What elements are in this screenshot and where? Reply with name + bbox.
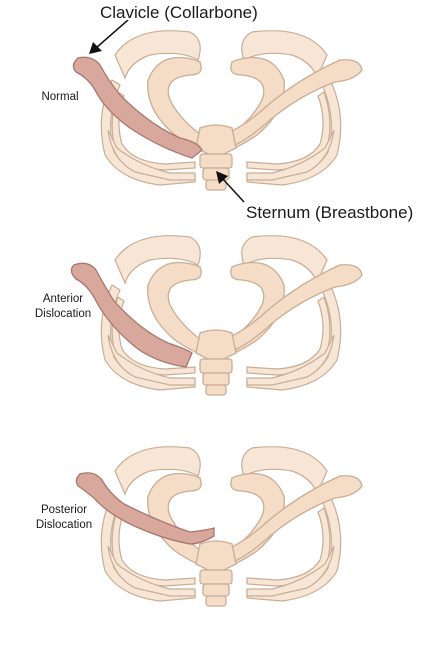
- sternum: [195, 540, 237, 607]
- sternum-callout-label: Sternum (Breastbone): [246, 203, 414, 222]
- left-clavicle-highlight: [70, 262, 193, 368]
- clavicle-callout-arrow: [89, 20, 129, 54]
- figure-posterior-dislocation: [75, 446, 363, 607]
- figure-posterior-label-line2: Dislocation: [35, 518, 93, 531]
- sternum: [195, 329, 237, 396]
- figure-anterior-label-line1: Anterior: [42, 293, 84, 305]
- figure-normal: [72, 20, 363, 203]
- figure-normal-label: Normal: [38, 90, 82, 105]
- left-clavicle-highlight: [72, 56, 203, 159]
- sternum: [195, 124, 237, 191]
- figure-posterior-label: Posterior Dislocation: [28, 503, 100, 533]
- sternum-callout-arrow: [216, 171, 245, 203]
- figure-posterior-label-line1: Posterior: [40, 504, 88, 516]
- rib-cage: [100, 235, 363, 391]
- figure-normal-label-line1: Normal: [41, 91, 79, 103]
- figure-anterior-label-line2: Dislocation: [34, 307, 92, 320]
- figure-anterior-label: Anterior Dislocation: [28, 292, 98, 322]
- figure-anterior-dislocation: [70, 235, 363, 396]
- left-clavicle-highlight: [75, 472, 215, 545]
- clavicle-callout-label: Clavicle (Collarbone): [100, 3, 258, 22]
